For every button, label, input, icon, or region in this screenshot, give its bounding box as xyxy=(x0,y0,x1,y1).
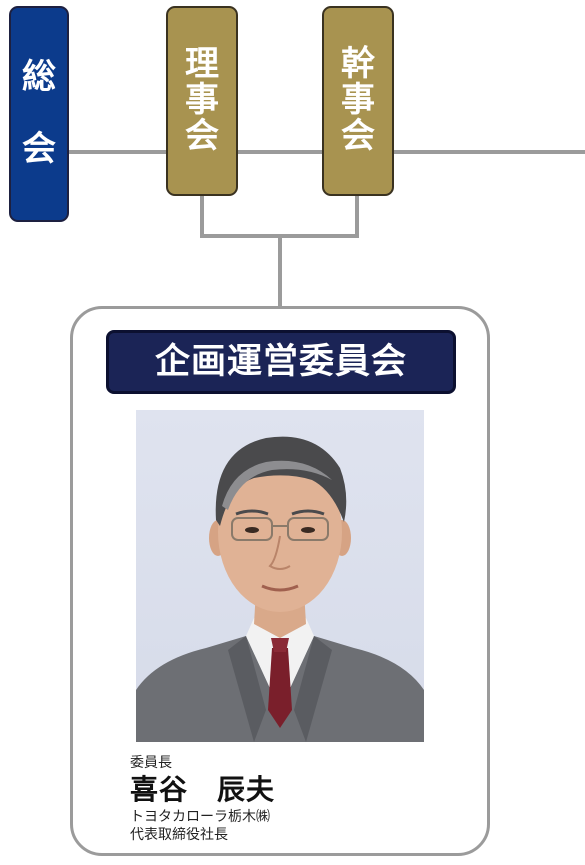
executive-char-1: 幹 xyxy=(341,44,375,85)
chair-company: トヨタカローラ栃木㈱ xyxy=(130,809,270,825)
general-assembly-box: 総 会 xyxy=(9,6,69,222)
portrait-illustration xyxy=(136,436,424,742)
chair-role: 委員長 xyxy=(130,755,172,771)
board-char-3: 会 xyxy=(185,115,219,156)
board-char-2: 事 xyxy=(185,80,219,121)
general-assembly-char-1: 総 xyxy=(22,57,56,98)
committee-title: 企画運営委員会 xyxy=(106,330,456,394)
executive-char-2: 事 xyxy=(341,80,375,121)
executive-char-3: 会 xyxy=(341,115,375,156)
board-drop-line xyxy=(200,196,204,238)
general-assembly-char-2: 会 xyxy=(22,129,56,169)
chair-portrait xyxy=(136,410,424,742)
board-of-directors-box: 理 事 会 xyxy=(166,6,238,196)
executive-committee-box: 幹 事 会 xyxy=(322,6,394,196)
committee-link-line xyxy=(278,234,282,308)
chair-position: 代表取締役社長 xyxy=(130,827,228,843)
chair-name: 喜谷 辰夫 xyxy=(130,773,276,806)
executive-drop-line xyxy=(355,196,359,238)
board-char-1: 理 xyxy=(185,44,219,85)
